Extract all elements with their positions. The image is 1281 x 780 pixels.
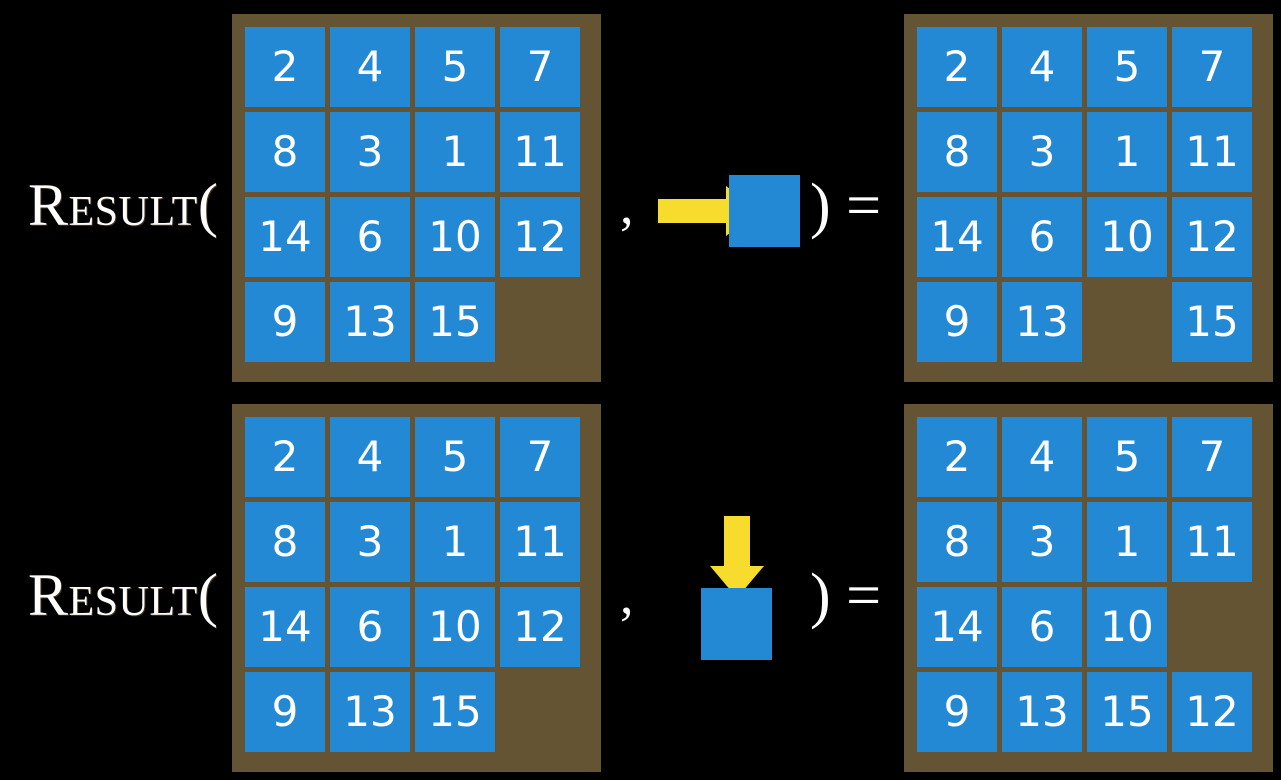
tile[interactable]: 1 — [415, 112, 495, 192]
result-label-top: Result( — [28, 172, 219, 238]
tile[interactable]: 1 — [1087, 112, 1167, 192]
move-tile-top[interactable] — [729, 175, 800, 247]
tile[interactable]: 13 — [330, 282, 410, 362]
tile[interactable]: 2 — [917, 417, 997, 497]
tile[interactable]: 11 — [500, 502, 580, 582]
tile[interactable]: 3 — [330, 112, 410, 192]
tile[interactable]: 12 — [1172, 197, 1252, 277]
tile[interactable]: 4 — [330, 417, 410, 497]
tile[interactable]: 2 — [917, 27, 997, 107]
output-board-bottom: 2 4 5 7 8 3 1 11 14 6 10 9 13 15 12 — [904, 404, 1273, 772]
tile[interactable]: 15 — [1172, 282, 1252, 362]
tile[interactable]: 5 — [415, 417, 495, 497]
tile[interactable]: 5 — [415, 27, 495, 107]
paren-equals-top: ) = — [810, 172, 882, 240]
tile[interactable]: 4 — [1002, 27, 1082, 107]
tile[interactable]: 13 — [1002, 672, 1082, 752]
move-tile-bottom[interactable] — [701, 588, 772, 660]
move-indicator-top — [658, 175, 800, 247]
empty-slot — [1087, 282, 1167, 362]
tile[interactable]: 9 — [917, 672, 997, 752]
output-board-top: 2 4 5 7 8 3 1 11 14 6 10 12 9 13 15 — [904, 14, 1273, 382]
tile[interactable]: 10 — [415, 197, 495, 277]
paren-equals-bottom: ) = — [810, 562, 882, 630]
tile[interactable]: 1 — [1087, 502, 1167, 582]
move-indicator-bottom — [0, 390, 1281, 780]
tile[interactable]: 15 — [415, 672, 495, 752]
tile[interactable]: 4 — [1002, 417, 1082, 497]
tile[interactable]: 14 — [917, 587, 997, 667]
tile[interactable]: 12 — [500, 197, 580, 277]
tile[interactable]: 12 — [500, 587, 580, 667]
tile[interactable]: 14 — [917, 197, 997, 277]
arrow-down-icon — [724, 516, 750, 568]
tile[interactable]: 6 — [330, 587, 410, 667]
tile[interactable]: 5 — [1087, 417, 1167, 497]
tile[interactable]: 10 — [1087, 197, 1167, 277]
empty-slot — [1172, 587, 1252, 667]
tile[interactable]: 14 — [245, 587, 325, 667]
tile[interactable]: 15 — [415, 282, 495, 362]
tile[interactable]: 8 — [917, 112, 997, 192]
tile[interactable]: 13 — [330, 672, 410, 752]
result-label-bottom: Result( — [28, 562, 219, 628]
tile[interactable]: 15 — [1087, 672, 1167, 752]
tile[interactable]: 2 — [245, 27, 325, 107]
tile[interactable]: 6 — [1002, 197, 1082, 277]
input-board-top: 2 4 5 7 8 3 1 11 14 6 10 12 9 13 15 — [232, 14, 601, 382]
tile[interactable]: 6 — [330, 197, 410, 277]
tile[interactable]: 9 — [245, 672, 325, 752]
tile[interactable]: 11 — [1172, 502, 1252, 582]
tile[interactable]: 3 — [1002, 112, 1082, 192]
separator-comma-top: , — [620, 175, 634, 235]
tile[interactable]: 10 — [1087, 587, 1167, 667]
tile[interactable]: 3 — [1002, 502, 1082, 582]
separator-comma-bottom: , — [620, 565, 634, 625]
tile[interactable]: 7 — [500, 27, 580, 107]
tile[interactable]: 7 — [500, 417, 580, 497]
arrow-right-icon — [658, 199, 732, 223]
equation-row-top: Result( 2 4 5 7 8 3 1 11 14 6 10 12 9 13… — [28, 14, 1273, 382]
tile[interactable]: 7 — [1172, 417, 1252, 497]
tile[interactable]: 7 — [1172, 27, 1252, 107]
equation-row-bottom: Result( 2 4 5 7 8 3 1 11 14 6 10 12 9 13… — [0, 390, 1281, 780]
tile[interactable]: 6 — [1002, 587, 1082, 667]
input-board-bottom: 2 4 5 7 8 3 1 11 14 6 10 12 9 13 15 — [232, 404, 601, 772]
tile[interactable]: 14 — [245, 197, 325, 277]
tile[interactable]: 9 — [245, 282, 325, 362]
tile[interactable]: 8 — [245, 112, 325, 192]
tile[interactable]: 1 — [415, 502, 495, 582]
tile[interactable]: 12 — [1172, 672, 1252, 752]
tile[interactable]: 2 — [245, 417, 325, 497]
tile[interactable]: 8 — [917, 502, 997, 582]
tile[interactable]: 10 — [415, 587, 495, 667]
tile[interactable]: 5 — [1087, 27, 1167, 107]
tile[interactable]: 9 — [917, 282, 997, 362]
tile[interactable]: 11 — [500, 112, 580, 192]
tile[interactable]: 11 — [1172, 112, 1252, 192]
tile[interactable]: 3 — [330, 502, 410, 582]
tile[interactable]: 13 — [1002, 282, 1082, 362]
tile[interactable]: 4 — [330, 27, 410, 107]
tile[interactable]: 8 — [245, 502, 325, 582]
